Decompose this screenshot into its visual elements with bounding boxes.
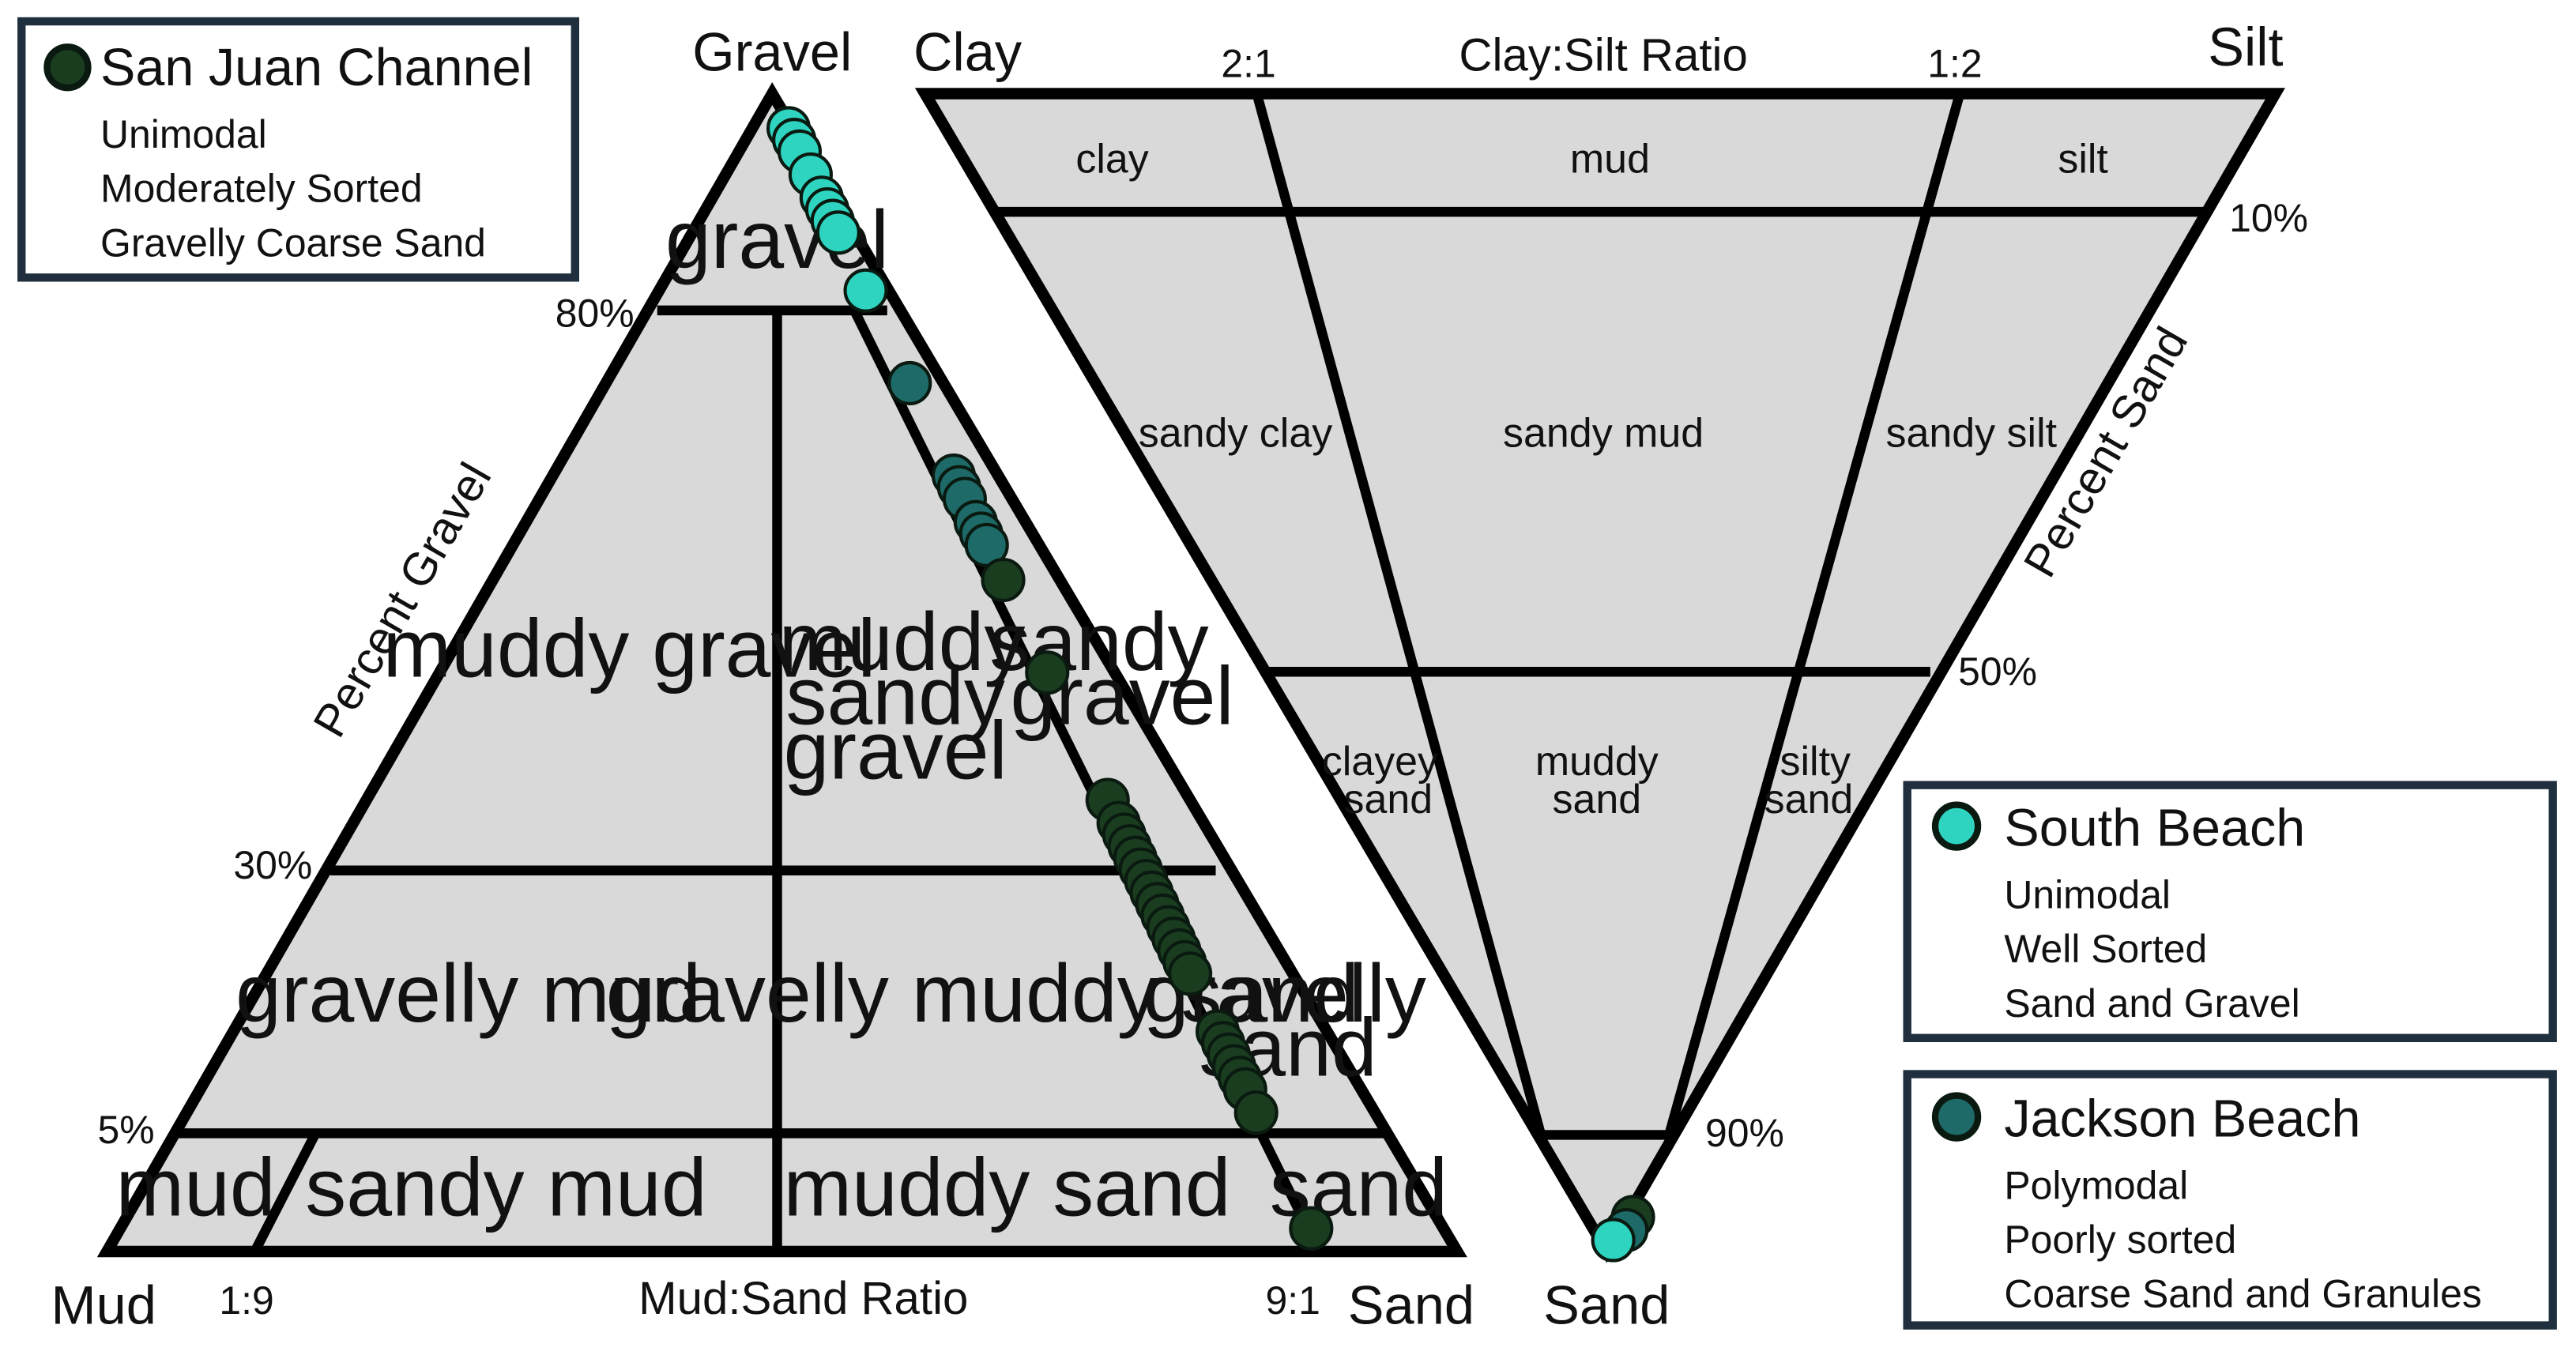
sample-point-san-juan-channel-0 — [981, 557, 1026, 603]
legend-line-jackson-beach-3: Coarse Sand and Granules — [2004, 1272, 2481, 1316]
vertex-label-sand-left: Sand — [1348, 1275, 1474, 1336]
boundary-clay-silt-1-2 — [1664, 92, 1965, 1137]
region-label-muddy-sand: muddy sand — [783, 1142, 1230, 1233]
legend-title-jackson-beach: Jackson Beach — [2004, 1090, 2360, 1149]
region-label-silt: silt — [2058, 136, 2108, 182]
tick-sand-50: 50% — [1958, 649, 2037, 694]
region-label-sandy-clay: sandy clay — [1139, 410, 1332, 456]
region-label-silty-sand-1: silty — [1780, 739, 1851, 785]
region-label-gravelly-mud: gravelly mud — [235, 948, 701, 1040]
sample-point-san-juan-channel-24 — [1289, 1206, 1334, 1251]
vertex-label-sand-right: Sand — [1543, 1275, 1670, 1336]
region-label-clayey-sand-2: sand — [1343, 777, 1433, 822]
legend-line-san-juan-1: Unimodal — [100, 112, 267, 156]
legend-marker-san-juan — [43, 43, 92, 92]
legend-jackson-beach: Jackson Beach Polymodal Poorly sorted Co… — [1903, 1070, 2557, 1330]
region-label-muddy-sandy-gravel-1: muddy — [779, 597, 1026, 688]
tick-sand-90: 90% — [1705, 1111, 1784, 1155]
sample-point-san-juan-channel-23 — [1233, 1090, 1279, 1135]
region-label-sandy-silt: sandy silt — [1885, 410, 2057, 456]
legend-line-south-beach-2: Well Sorted — [2004, 927, 2207, 971]
region-label-sandy-mud-right: sandy mud — [1503, 410, 1704, 456]
boundary-mud-sand-1-9 — [250, 1131, 320, 1254]
legend-title-san-juan: San Juan Channel — [100, 39, 533, 97]
region-label-mud: mud — [116, 1142, 276, 1233]
sample-point-south-beach-7 — [815, 210, 861, 255]
legend-marker-jackson-beach — [1931, 1092, 1982, 1142]
sample-point-san-juan-channel-16 — [1168, 951, 1213, 996]
region-label-muddy-sand-right-1: muddy — [1535, 739, 1659, 785]
sample-points-right — [1591, 1195, 1655, 1263]
legend-title-south-beach: South Beach — [2004, 800, 2305, 858]
legend-line-san-juan-2: Moderately Sorted — [100, 167, 423, 211]
legend-line-south-beach-3: Sand and Gravel — [2004, 981, 2299, 1026]
gravel-mud-sand-ternary: gravel muddy gravel muddy sandy gravel s… — [51, 21, 1474, 1335]
sample-point-south-beach-8 — [843, 268, 888, 313]
vertex-label-clay: Clay — [913, 21, 1022, 82]
legend-san-juan-channel: San Juan Channel Unimodal Moderately Sor… — [17, 17, 580, 282]
tick-ratio-9-1: 9:1 — [1266, 1278, 1320, 1323]
axis-title-mud-sand-ratio: Mud:Sand Ratio — [638, 1273, 968, 1324]
region-label-clayey-sand-1: clayey — [1322, 739, 1438, 785]
legend-south-beach: South Beach Unimodal Well Sorted Sand an… — [1903, 781, 2557, 1042]
legend-line-south-beach-1: Unimodal — [2004, 873, 2171, 917]
axis-title-clay-silt-ratio: Clay:Silt Ratio — [1459, 29, 1747, 81]
region-label-muddy-gravel: muddy gravel — [382, 603, 876, 694]
region-label-sandy-mud: sandy mud — [305, 1142, 706, 1233]
tick-gravel-80: 80% — [555, 292, 635, 336]
legend-box-south-beach — [1903, 781, 2557, 1042]
sample-point-san-juan-channel-1 — [1025, 650, 1070, 695]
tick-gravel-30: 30% — [233, 843, 312, 887]
legend-marker-south-beach — [1931, 801, 1982, 851]
legend-box-jackson-beach — [1903, 1070, 2557, 1330]
sand-corner-point-south-beach — [1591, 1218, 1636, 1263]
tick-gravel-5: 5% — [98, 1108, 155, 1152]
clay-silt-sand-ternary: clay mud silt sandy clay sandy mud sandy… — [913, 17, 2308, 1335]
region-label-muddy-sandy-gravel-2: sandy — [786, 651, 1005, 743]
tick-ratio-1-2: 1:2 — [1927, 42, 1982, 86]
sample-point-jackson-beach-0 — [887, 360, 932, 406]
legend-line-jackson-beach-2: Poorly sorted — [2004, 1218, 2236, 1262]
tick-ratio-2-1: 2:1 — [1221, 42, 1275, 86]
vertex-label-silt: Silt — [2208, 17, 2283, 77]
region-label-mud-right: mud — [1570, 136, 1650, 182]
boundary-clay-silt-2-1 — [1252, 92, 1546, 1137]
vertex-label-mud: Mud — [51, 1275, 156, 1336]
region-label-muddy-sandy-gravel-3: gravel — [784, 705, 1007, 796]
legend-line-san-juan-3: Gravelly Coarse Sand — [100, 220, 486, 265]
tick-sand-10: 10% — [2229, 196, 2308, 240]
tick-ratio-1-9: 1:9 — [219, 1278, 273, 1323]
sample-points-left — [766, 106, 1334, 1251]
legend-line-jackson-beach-1: Polymodal — [2004, 1164, 2188, 1208]
region-label-muddy-sand-right-2: sand — [1552, 777, 1641, 822]
region-label-clay: clay — [1075, 136, 1148, 182]
vertex-label-gravel: Gravel — [692, 21, 852, 82]
region-label-silty-sand-2: sand — [1764, 777, 1854, 822]
legend-box-san-juan — [17, 17, 580, 282]
